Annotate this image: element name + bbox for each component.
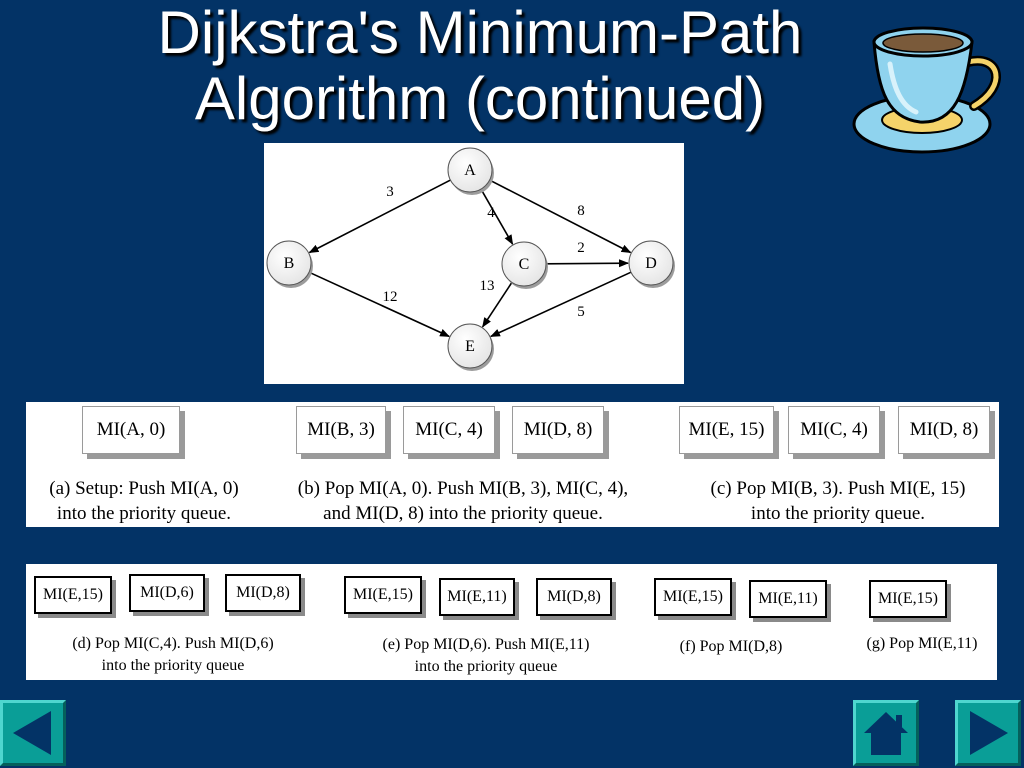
queue-item: MI(B, 3) [296, 406, 386, 454]
queue-item: MI(D,6) [129, 574, 205, 612]
queue-item: MI(E,15) [34, 576, 112, 614]
weighted-digraph: 3 4 8 2 12 13 5 A B C D E [266, 147, 675, 371]
edge-b-e [308, 271, 451, 338]
edge-weight-label: 12 [383, 289, 398, 305]
node-e [447, 323, 493, 369]
queue-item: MI(D,8) [536, 578, 612, 616]
teacup-icon [852, 26, 1001, 154]
node-label: A [464, 162, 476, 179]
edge-weight-label: 5 [577, 304, 585, 320]
queue-item: MI(C, 4) [403, 406, 495, 454]
edge-weight-label: 4 [487, 205, 495, 221]
left-arrow-icon [13, 711, 51, 755]
step-caption-g: (g) Pop MI(E,11) [866, 635, 978, 652]
edge-weight-label: 8 [577, 203, 585, 219]
queue-item: MI(D,8) [225, 574, 301, 612]
queue-item: MI(A, 0) [82, 406, 180, 454]
step-caption-b: (b) Pop MI(A, 0). Push MI(B, 3), MI(C, 4… [297, 478, 629, 524]
node-b [266, 240, 312, 286]
edge-weight-label: 3 [386, 184, 394, 200]
slide-title-line-2: Algorithm (continued) [194, 65, 766, 132]
queue-item: MI(D, 8) [898, 406, 990, 454]
step-caption-c: (c) Pop MI(B, 3). Push MI(E, 15) into th… [710, 478, 966, 524]
queue-item: MI(E,11) [439, 578, 515, 616]
right-arrow-icon [970, 711, 1008, 755]
priority-queue-steps-d-to-g: MI(E,15) MI(D,6) MI(D,8) MI(E,15) MI(E,1… [26, 564, 997, 680]
graph-panel: 3 4 8 2 12 13 5 A B C D E [264, 143, 684, 384]
edge-a-d [489, 179, 632, 254]
slide-title: Dijkstra's Minimum-Path Algorithm (conti… [60, 0, 900, 132]
step-caption-f: (f) Pop MI(D,8) [679, 638, 783, 655]
node-label: D [645, 255, 657, 272]
node-a [447, 147, 493, 193]
queue-item: MI(C, 4) [788, 406, 880, 454]
home-button[interactable] [853, 700, 919, 766]
step-caption-a: (a) Setup: Push MI(A, 0) into the priori… [49, 478, 239, 524]
edge-a-c [480, 188, 514, 245]
node-label: C [519, 256, 530, 273]
node-d [628, 240, 674, 286]
next-slide-button[interactable] [955, 700, 1021, 766]
queue-item: MI(E,15) [869, 580, 947, 618]
node-label: E [465, 338, 475, 355]
edge-weight-label: 2 [577, 240, 585, 256]
edge-c-e [481, 281, 513, 328]
step-caption-d: (d) Pop MI(C,4). Push MI(D,6) into the p… [72, 635, 274, 674]
queue-item: MI(D, 8) [512, 406, 604, 454]
edge-c-d [545, 259, 630, 268]
step-caption-e: (e) Pop MI(D,6). Push MI(E,11) into the … [382, 636, 590, 675]
home-icon [864, 712, 908, 755]
node-label: B [284, 255, 295, 272]
edge-d-e [489, 271, 632, 338]
queue-item: MI(E,11) [749, 580, 827, 618]
priority-queue-steps-a-to-c: MI(A, 0) MI(B, 3) MI(C, 4) MI(D, 8) MI(E… [26, 402, 999, 527]
queue-item: MI(E,15) [344, 576, 422, 614]
previous-slide-button[interactable] [0, 700, 66, 766]
slide-title-line-1: Dijkstra's Minimum-Path [157, 0, 803, 66]
node-c [501, 241, 547, 287]
queue-item: MI(E,15) [654, 578, 732, 616]
edge-weight-label: 13 [480, 278, 495, 294]
queue-item: MI(E, 15) [679, 406, 774, 454]
edge-a-b [308, 179, 451, 254]
